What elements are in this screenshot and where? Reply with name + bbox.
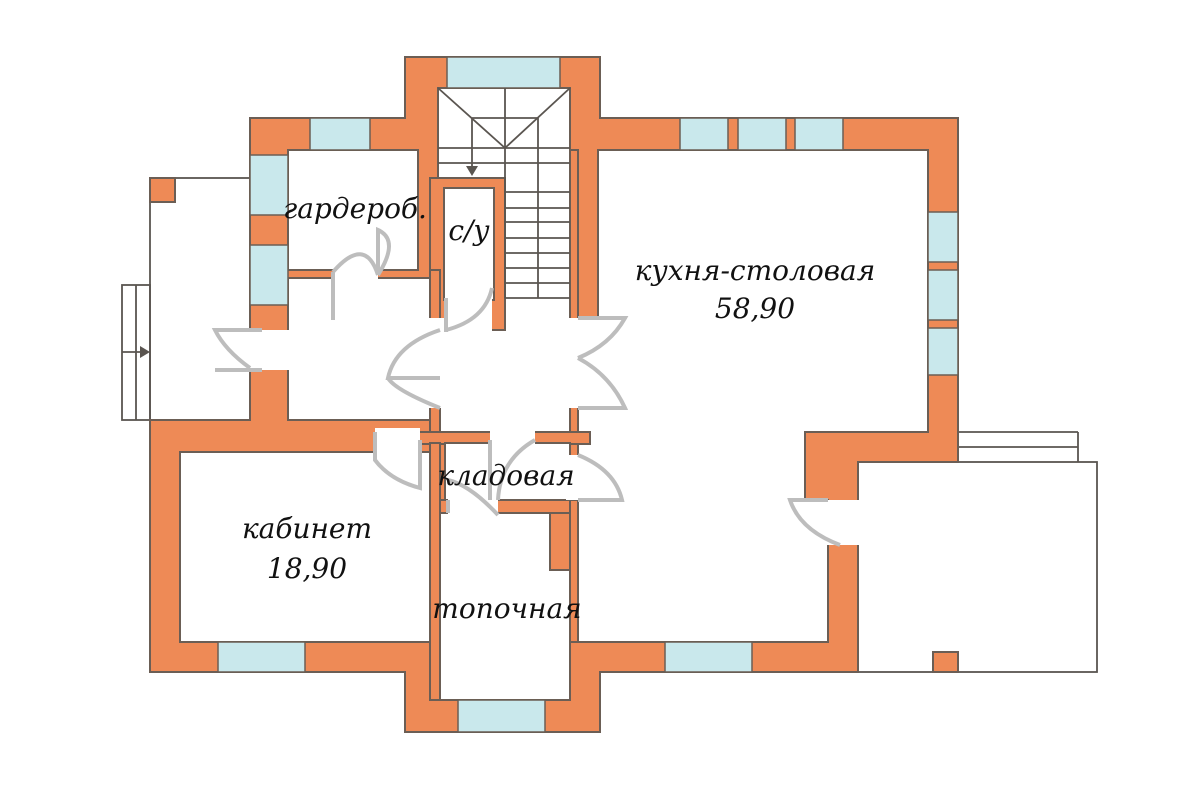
left-porch (121, 177, 251, 421)
room-label-garderob: гардероб. (283, 192, 427, 225)
door-openings (246, 266, 862, 545)
room-label-pantry: кладовая (437, 459, 574, 492)
rooms (179, 87, 929, 701)
staircase (437, 87, 571, 299)
room-area-study: 18,90 (267, 552, 347, 585)
room-label-kitchen: кухня-столовая (635, 254, 876, 287)
door-swings (211, 226, 841, 547)
stair-arrow-icon (466, 166, 478, 176)
room-label-study: кабинет (242, 512, 372, 545)
room-label-wc: с/у (448, 214, 490, 247)
windows (217, 56, 959, 733)
room-label-boiler: топочная (432, 592, 581, 625)
right-terrace (857, 431, 1098, 673)
room-area-kitchen: 58,90 (715, 292, 795, 325)
